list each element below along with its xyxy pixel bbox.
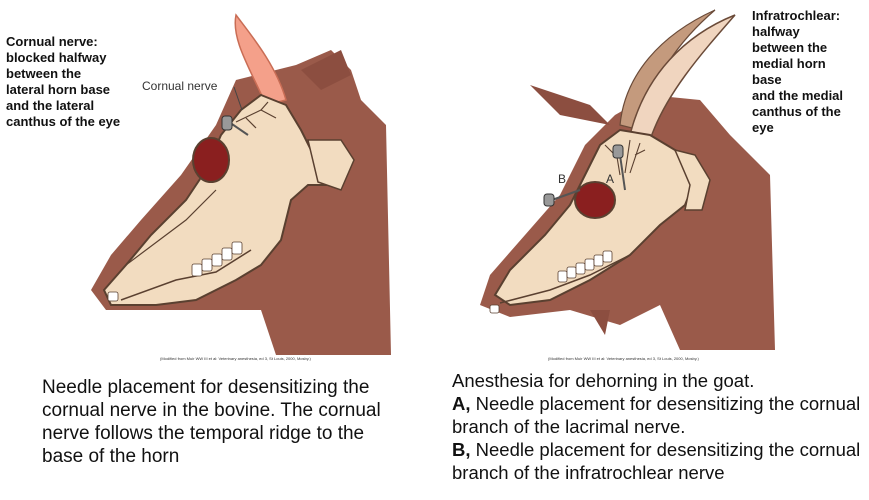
- left-figure-credit: (Modified from Muir WW III et al: Veteri…: [160, 356, 311, 361]
- bovine-horn: [234, 13, 287, 106]
- bovine-skull-illustration: Cornual nerve: [91, 13, 391, 355]
- goat-skull-illustration: A B: [480, 9, 775, 350]
- cornual-nerve-note: Cornual nerve: blocked halfway between t…: [6, 34, 121, 129]
- needle-a-icon: [612, 144, 626, 191]
- goat-caption: Anesthesia for dehorning in the goat. A,…: [452, 369, 866, 484]
- cornual-nerve-label: Cornual nerve: [142, 79, 218, 93]
- goat-nerve-branches: [604, 139, 646, 176]
- goat-horn-front: [629, 14, 736, 141]
- bovine-teeth: [107, 241, 243, 302]
- needle-icon: [221, 115, 249, 136]
- infratrochlear-note: Infratrochlear: halfway between the medi…: [752, 8, 844, 135]
- label-a: A: [606, 172, 614, 186]
- cornual-nerve-path: [235, 101, 277, 129]
- label-b: B: [558, 172, 566, 186]
- goat-jaw: [499, 254, 631, 304]
- bovine-ear: [301, 50, 351, 90]
- goat-caption-a: A, Needle placement for desensitizing th…: [452, 392, 866, 438]
- goat-occipital: [673, 148, 711, 211]
- bovine-eye-socket: [192, 137, 230, 183]
- caption-a-text: Needle placement for desensitizing the c…: [452, 393, 861, 437]
- goat-beard: [590, 310, 610, 335]
- goat-caption-b: B, Needle placement for desensitizing th…: [452, 438, 866, 484]
- bovine-nasal-line: [125, 189, 217, 266]
- needle-b-icon: [543, 189, 581, 207]
- caption-b-letter: B,: [452, 439, 471, 460]
- right-figure-credit: (Modified from Muir WW III et al: Veteri…: [548, 356, 699, 361]
- bovine-caption: Needle placement for desensitizing the c…: [42, 377, 381, 467]
- goat-eye-socket: [574, 181, 616, 219]
- caption-a-letter: A,: [452, 393, 471, 414]
- bovine-occipital: [307, 139, 355, 191]
- goat-caption-title: Anesthesia for dehorning in the goat.: [452, 370, 755, 391]
- caption-b-text: Needle placement for desensitizing the c…: [452, 439, 861, 483]
- goat-teeth: [489, 250, 613, 314]
- cornual-nerve-leader: [233, 86, 243, 111]
- goat-ear: [530, 85, 610, 125]
